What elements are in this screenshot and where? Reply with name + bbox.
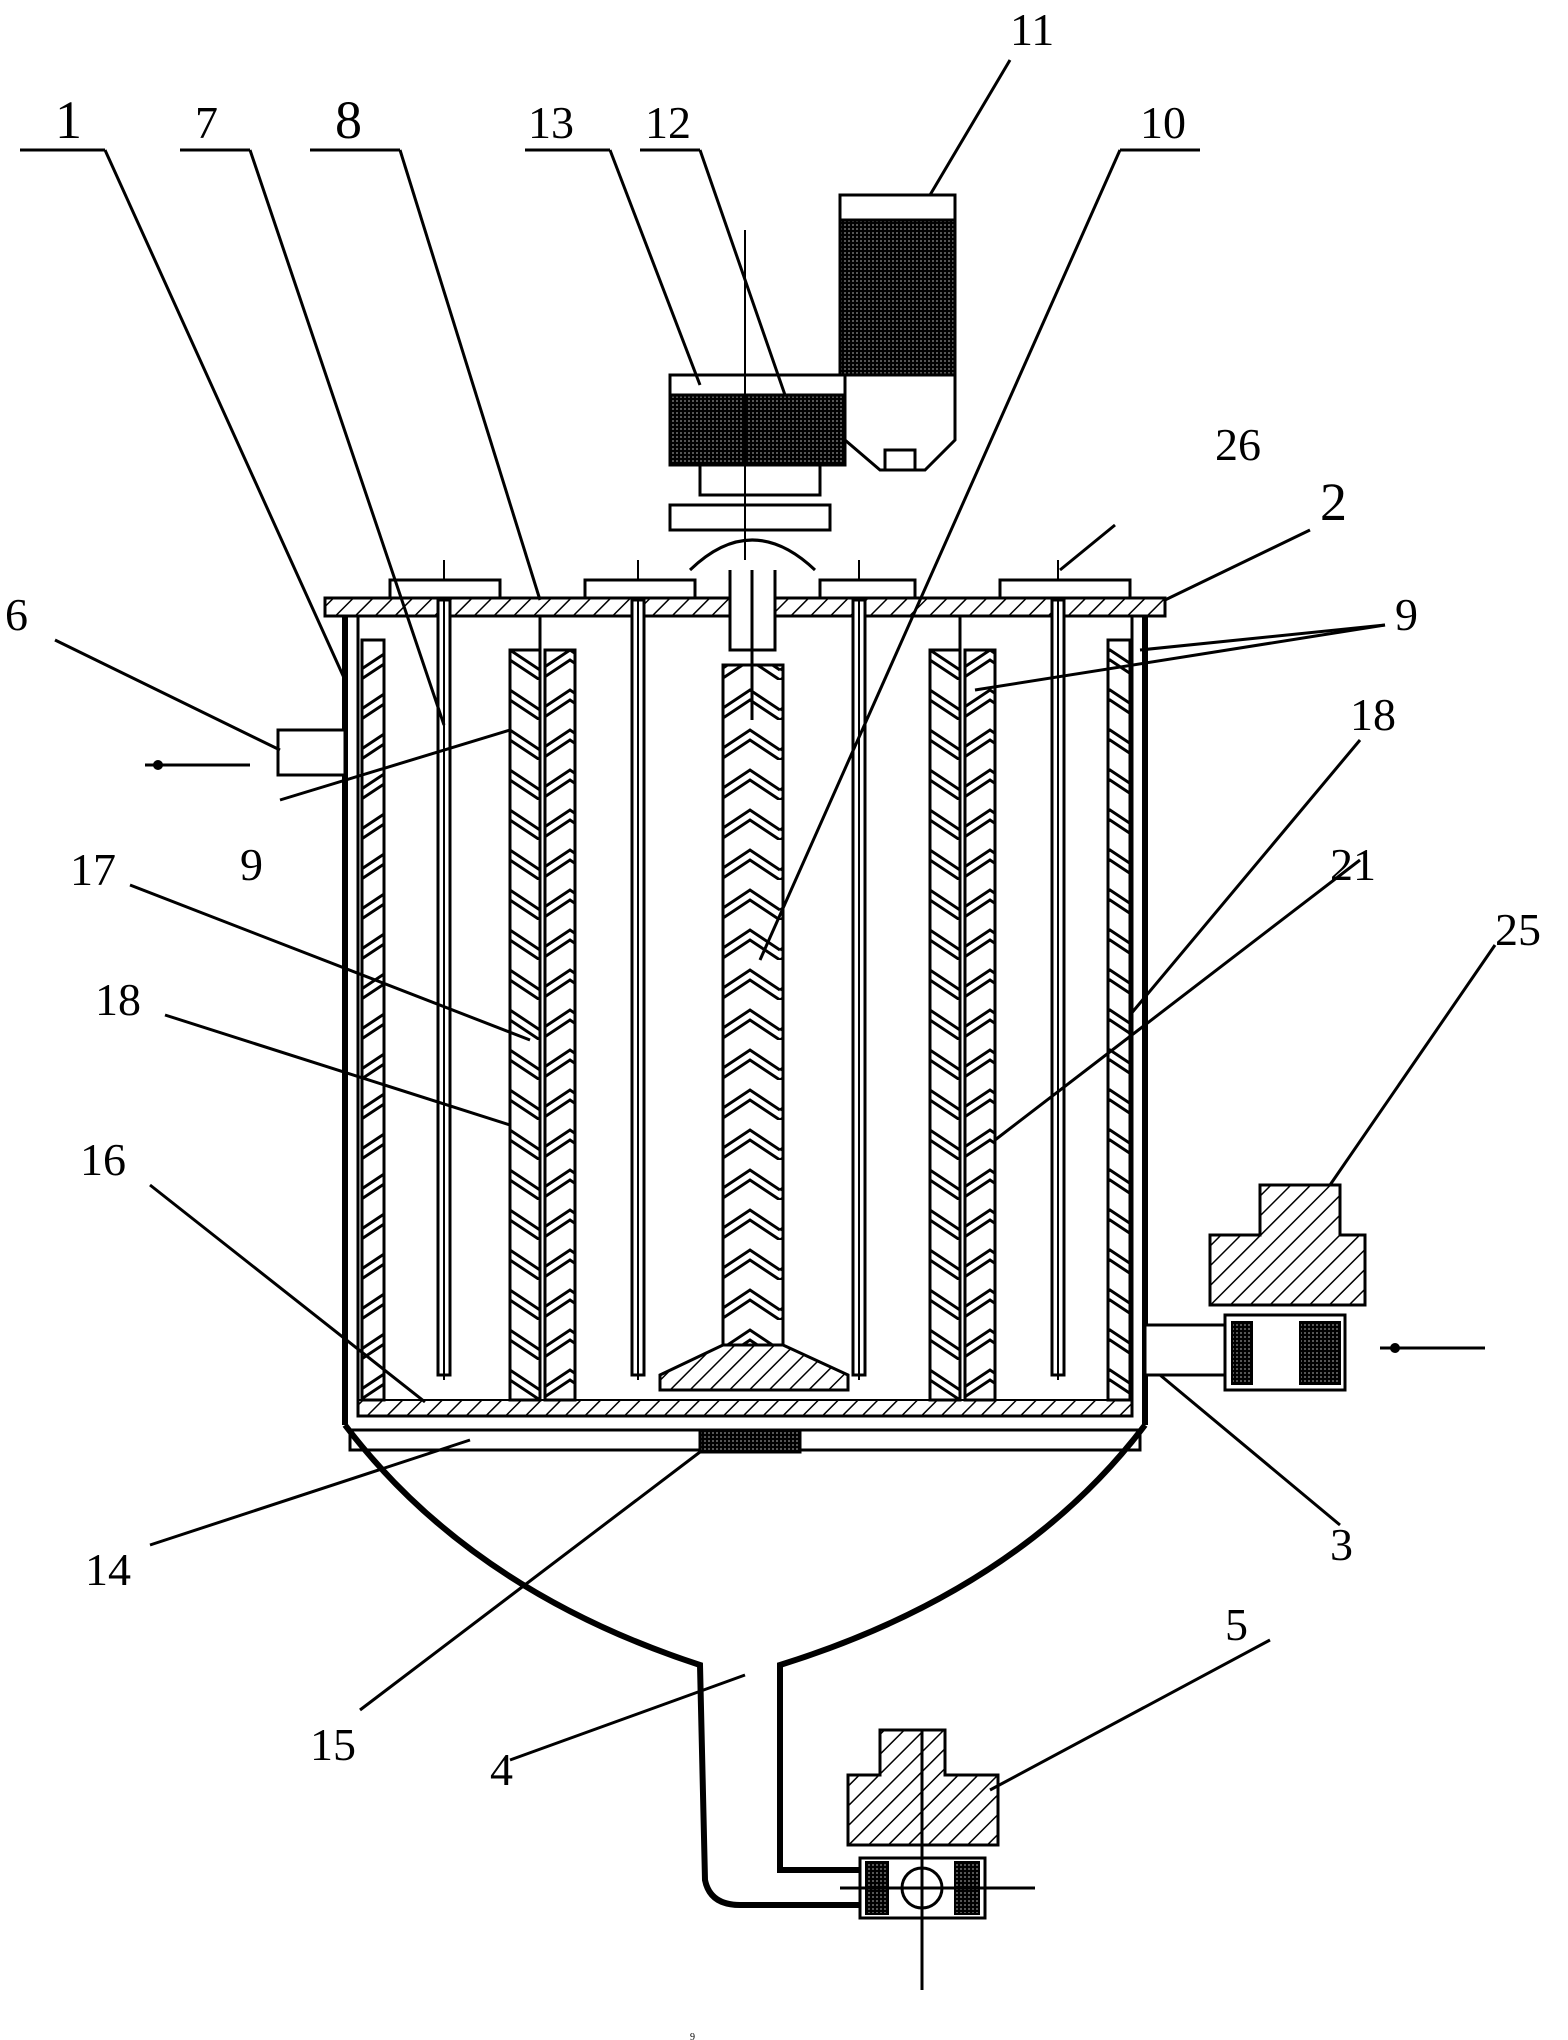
label-16: 16	[80, 1134, 126, 1185]
label-14: 14	[85, 1544, 131, 1595]
label-26: 26	[1215, 419, 1261, 470]
label-11: 11	[1010, 4, 1054, 55]
inlet-pipe	[145, 728, 347, 777]
label-3: 3	[1330, 1519, 1353, 1570]
label-7: 7	[195, 97, 218, 148]
label-10: 10	[1140, 97, 1186, 148]
plate-left-b	[543, 648, 577, 1402]
label-4: 4	[490, 1744, 513, 1795]
shaft-base	[658, 1343, 850, 1392]
bottom-plate	[357, 1399, 1133, 1417]
stirrer-column	[721, 663, 785, 1347]
mount-flange	[668, 503, 832, 532]
central-shaft	[658, 538, 850, 1454]
right-wall-liner	[1106, 638, 1132, 1402]
label-9-bottom: 9	[690, 2032, 695, 2040]
label-25: 25	[1495, 904, 1541, 955]
electrode-rods	[436, 560, 1066, 1380]
label-12: 12	[645, 97, 691, 148]
label-5: 5	[1225, 1599, 1248, 1650]
left-wall-liner	[360, 638, 386, 1402]
label-13: 13	[528, 97, 574, 148]
label-6: 6	[5, 589, 28, 640]
side-valve-actuator	[1208, 1183, 1367, 1307]
label-15: 15	[310, 1719, 356, 1770]
motor-body	[838, 193, 957, 377]
plate-right-a	[928, 648, 962, 1402]
label-21: 21	[1330, 839, 1376, 890]
side-outlet	[1143, 1183, 1485, 1392]
label-9-right: 9	[1395, 589, 1418, 640]
label-18-right: 18	[1350, 689, 1396, 740]
electrode-plates	[508, 616, 997, 1402]
electrode-caps	[388, 578, 1132, 600]
drain-valve	[840, 1728, 1035, 1990]
plate-right-b	[963, 648, 997, 1402]
label-1: 1	[55, 90, 82, 150]
leader-lines	[20, 59, 1497, 1792]
label-17: 17	[70, 844, 116, 895]
gearbox	[668, 230, 867, 560]
label-18-left: 18	[95, 974, 141, 1025]
motor-gear-reducer	[843, 373, 957, 472]
label-9-left: 9	[240, 839, 263, 890]
motor	[838, 193, 957, 472]
wall-liners	[360, 638, 1132, 1402]
plate-left-a	[508, 648, 542, 1402]
label-2: 2	[1320, 472, 1347, 532]
part-labels: 1 7 8 13 12 11 10 26 2 9 6 18 9 17 21 25…	[5, 4, 1541, 2040]
label-8: 8	[335, 90, 362, 150]
bearing-block	[698, 1428, 802, 1454]
